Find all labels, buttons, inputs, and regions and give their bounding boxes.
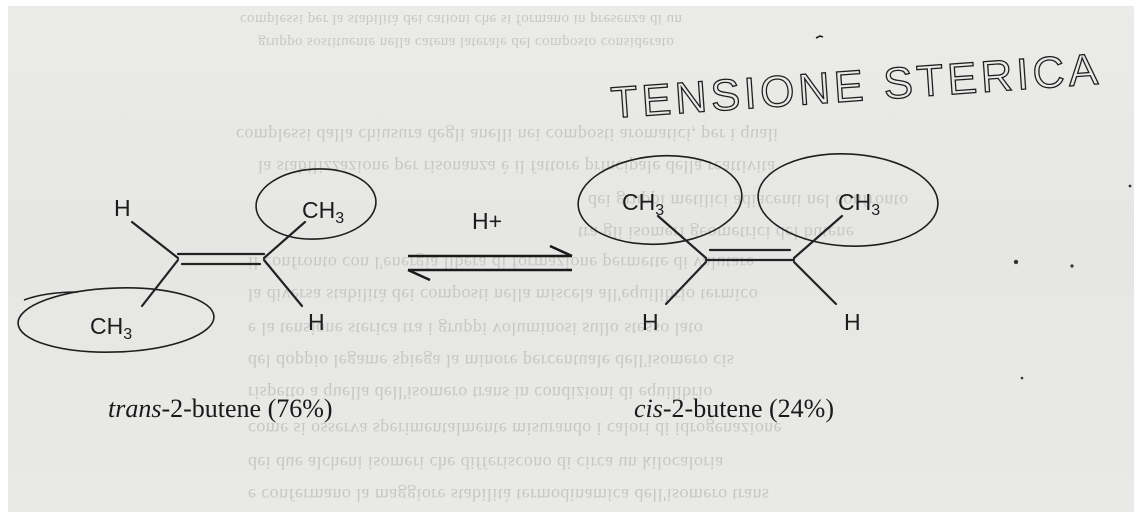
trans-bottom-right-substituent: H bbox=[308, 309, 325, 335]
handwritten-title: TENSIONE STERICA bbox=[609, 45, 1103, 128]
scan-speck bbox=[1013, 259, 1019, 265]
cis-caption-prefix: cis bbox=[634, 394, 663, 423]
trans-caption: trans-2-butene (76%) bbox=[108, 394, 333, 423]
reverse-arrow-half-head bbox=[407, 268, 431, 282]
cis-bottom-right-substituent: H bbox=[844, 309, 861, 335]
trans-circle-tail bbox=[23, 291, 79, 301]
cis-bond-to-top-right-ch3 bbox=[792, 214, 844, 260]
cis-2-butene-structure: CH3 CH3 H H bbox=[577, 153, 1132, 380]
cis-caption-rest: -2-butene (24%) bbox=[663, 394, 834, 423]
cis-ch3-circle-right bbox=[757, 153, 939, 247]
cis-bond-to-top-left-ch3 bbox=[656, 214, 708, 260]
trans-bond-to-top-right-ch3 bbox=[262, 220, 307, 260]
trans-caption-rest: -2-butene (76%) bbox=[161, 394, 332, 423]
scan-speck bbox=[1128, 184, 1132, 188]
cis-bottom-left-substituent: H bbox=[642, 309, 659, 335]
cis-top-right-substituent: CH3 bbox=[838, 189, 880, 219]
trans-top-left-substituent: H bbox=[114, 195, 131, 221]
cis-caption: cis-2-butene (24%) bbox=[634, 394, 834, 423]
scanned-paper-background: complessi per la stabilità dei cationi c… bbox=[8, 6, 1134, 512]
trans-bond-to-bottom-left-ch3 bbox=[140, 258, 180, 308]
trans-bottom-left-substituent: CH3 bbox=[90, 313, 132, 343]
scan-speck bbox=[1070, 264, 1074, 268]
scan-speck bbox=[1020, 376, 1024, 380]
trans-bond-to-top-left-h bbox=[130, 220, 180, 260]
cis-bond-to-bottom-left-h bbox=[664, 260, 708, 306]
trans-bond-to-bottom-right-h bbox=[262, 258, 304, 308]
catalyst-label: H+ bbox=[472, 208, 502, 234]
trans-2-butene-structure: H CH3 CH3 H bbox=[17, 168, 377, 353]
cis-ch3-circle-left bbox=[577, 154, 743, 246]
trans-ch3-circle-bottom bbox=[17, 287, 215, 353]
trans-ch3-circle-top bbox=[255, 168, 377, 240]
cis-top-left-substituent: CH3 bbox=[622, 189, 664, 219]
forward-arrow-half-head bbox=[549, 244, 573, 258]
trans-top-right-substituent: CH3 bbox=[302, 197, 344, 227]
cis-bond-to-bottom-right-h bbox=[792, 260, 838, 306]
trans-caption-prefix: trans bbox=[108, 394, 161, 423]
title-scribble bbox=[815, 35, 824, 39]
equilibrium: H+ bbox=[407, 208, 573, 282]
